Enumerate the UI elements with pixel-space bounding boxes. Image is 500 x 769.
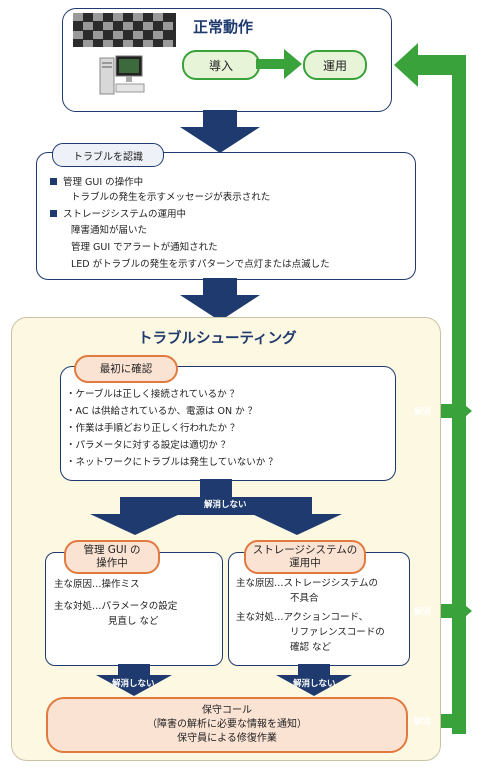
storage-case-header: ストレージシステムの 運用中 (244, 540, 366, 574)
storage-section-title: ストレージシステムの運用中 (50, 207, 186, 222)
storage-section-line-3: LED がトラブルの発生を示すパターンで点灯または点滅した (71, 259, 330, 270)
check-item-5: ・ネットワークにトラブルは発生していないか ？ (66, 457, 278, 468)
storage-case-action-2: リファレンスコードの (290, 627, 385, 638)
recognize-trouble-header-label: トラブルを認識 (73, 151, 143, 163)
storage-case-header-line2: 運用中 (289, 557, 321, 569)
first-check-header: 最初に確認 (74, 355, 178, 383)
down-arrow-gui (96, 664, 172, 696)
check-item-4: ・パラメータに対する設定は適切か ？ (66, 440, 231, 451)
first-check-header-label: 最初に確認 (99, 362, 153, 375)
not-resolved-label-2: 解消しない (112, 679, 155, 689)
maintenance-line2: （障害の解析に必要な情報を通知） (147, 719, 307, 730)
check-item-1: ・ケーブルは正しく接続されているか ？ (66, 389, 240, 400)
normal-operation-title: 正常動作 (193, 18, 254, 36)
recognize-trouble-box (36, 152, 416, 280)
not-resolved-label-3: 解消しない (293, 679, 336, 689)
operate-pill: 運用 (303, 50, 367, 80)
storage-case-cause-2: 不具合 (290, 593, 319, 604)
gui-case-header-line2: 操作中 (96, 557, 128, 569)
storage-case-header-line1: ストレージシステムの (252, 544, 358, 556)
split-arrow (90, 479, 342, 535)
storage-case-action-3: 確認 など (290, 642, 332, 653)
resolved-label-3: 解消 (414, 717, 432, 727)
down-arrow-2 (180, 278, 260, 321)
maintenance-line1: 保守コール (202, 705, 252, 716)
not-resolved-label-1: 解消しない (204, 500, 247, 510)
gui-case-cause: 主な原因…操作ミス (54, 579, 140, 590)
recognize-trouble-header: トラブルを認識 (52, 143, 164, 167)
storage-hardware-image (73, 13, 176, 47)
storage-section-line-1: 障害通知が届いた (71, 225, 148, 236)
maintenance-box: 保守コール （障害の解析に必要な情報を通知） 保守員による修復作業 (46, 697, 408, 753)
intro-pill: 導入 (182, 50, 260, 80)
resolved-label-1: 解消 (414, 407, 432, 417)
computer-icon (99, 55, 145, 95)
gui-case-action-1: 主な対処…パラメータの設定 (54, 601, 178, 612)
down-arrow-1 (180, 110, 260, 153)
storage-case-action-1: 主な対処…アクションコード、 (236, 612, 369, 623)
down-arrow-storage (276, 664, 352, 696)
intro-label: 導入 (208, 58, 233, 73)
gui-case-header-line1: 管理 GUI の (83, 544, 141, 556)
storage-case-cause-1: 主な原因…ストレージシステムの (236, 578, 379, 589)
gui-section-line: トラブルの発生を示すメッセージが表示された (71, 192, 271, 203)
gui-case-header: 管理 GUI の 操作中 (64, 540, 160, 574)
operate-label: 運用 (322, 58, 347, 73)
troubleshooting-title: トラブルシューティング (138, 331, 297, 347)
gui-case-action-2: 見直し など (108, 616, 159, 627)
gui-section-title: 管理 GUI の操作中 (50, 175, 143, 190)
storage-section-line-2: 管理 GUI でアラートが通知された (71, 242, 218, 253)
intro-to-operate-arrow (256, 49, 302, 79)
check-item-2: ・AC は供給されているか、電源は ON か ？ (66, 406, 258, 417)
maintenance-line3: 保守員による修復作業 (177, 733, 277, 744)
resolved-label-2: 解消 (414, 607, 432, 617)
check-item-3: ・作業は手順どおり正しく行われたか ？ (66, 423, 240, 434)
